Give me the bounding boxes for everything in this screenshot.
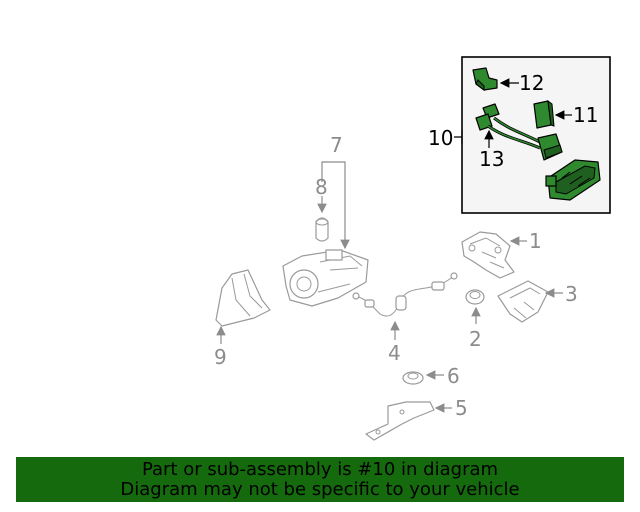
part-6-bumper[interactable] <box>402 371 424 385</box>
callout-3: 3 <box>565 282 578 306</box>
part-2-bushing[interactable] <box>465 289 485 305</box>
banner-line-2: Diagram may not be specific to your vehi… <box>120 479 520 500</box>
callout-7: 7 <box>330 133 343 157</box>
info-banner: Part or sub-assembly is #10 in diagram D… <box>16 457 624 502</box>
part-4-cable[interactable] <box>352 272 458 317</box>
callout-2: 2 <box>469 327 482 351</box>
callout-1: 1 <box>529 229 542 253</box>
part-12-clip[interactable] <box>472 67 498 91</box>
part-8-plug[interactable] <box>315 217 329 242</box>
callout-13: 13 <box>479 147 504 171</box>
part-1-latch[interactable] <box>461 231 515 279</box>
callout-12: 12 <box>519 71 544 95</box>
callout-8: 8 <box>315 175 328 199</box>
callout-10: 10 <box>428 126 453 150</box>
part-5-bracket[interactable] <box>365 401 435 441</box>
part-10-latch-module[interactable] <box>545 159 601 201</box>
callout-5: 5 <box>455 396 468 420</box>
banner-line-1: Part or sub-assembly is #10 in diagram <box>141 459 499 480</box>
part-13-wire-harness[interactable] <box>475 103 563 161</box>
part-7-actuator[interactable] <box>282 249 369 307</box>
callout-11: 11 <box>573 103 598 127</box>
callout-6: 6 <box>447 364 460 388</box>
part-3-striker[interactable] <box>497 280 549 323</box>
callout-9: 9 <box>214 345 227 369</box>
part-9-cover[interactable] <box>215 269 271 327</box>
part-11-cover[interactable] <box>533 99 555 129</box>
callout-4: 4 <box>388 341 401 365</box>
